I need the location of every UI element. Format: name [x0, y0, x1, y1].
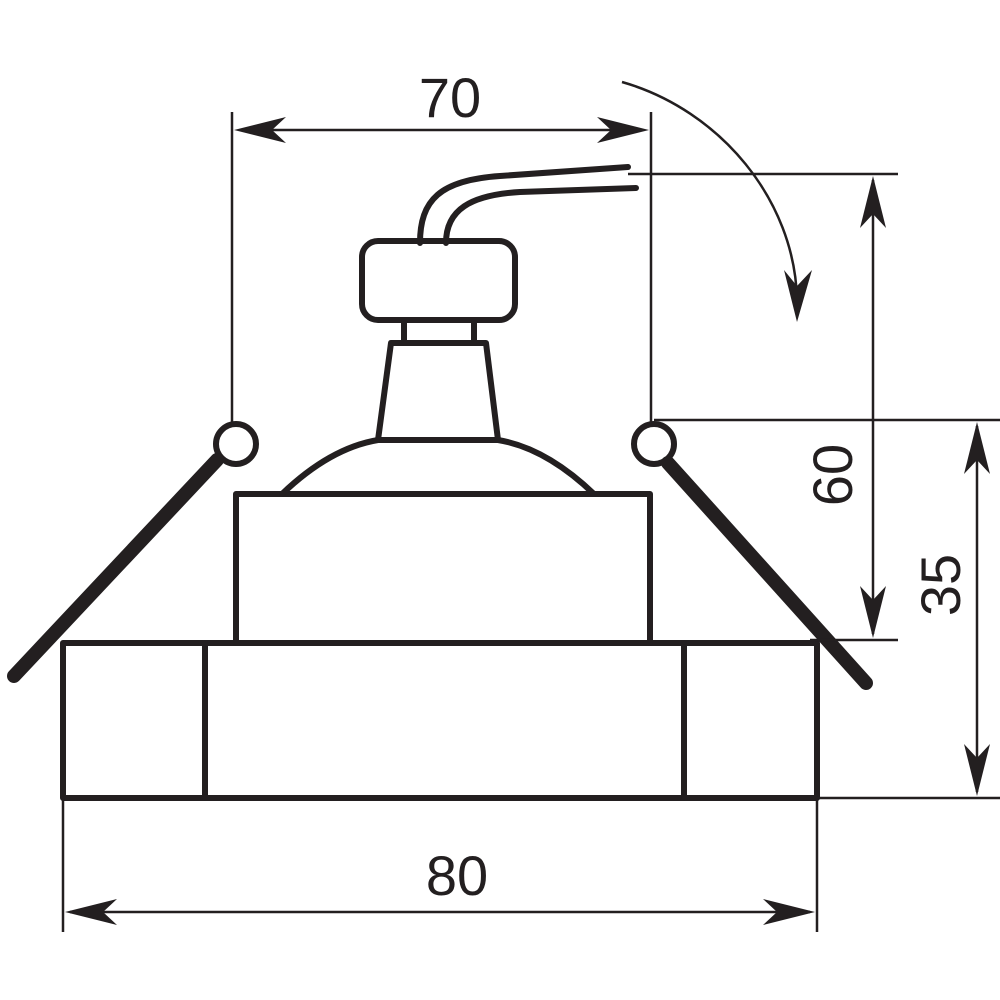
dim-arrow-60-top: [860, 176, 886, 228]
socket-neck: [375, 340, 501, 443]
lamp-socket: [279, 164, 639, 497]
dim-arrow-60-bottom: [860, 586, 886, 638]
rotation-arc: [621, 80, 799, 301]
dim-arrow-35-top: [964, 422, 990, 474]
dimension-top-width: 70: [234, 66, 649, 143]
dimension-body-height: 35: [909, 422, 990, 796]
spring-clip-left: [7, 453, 224, 683]
dim-arrow-35-bottom: [964, 744, 990, 796]
dimension-label-70: 70: [419, 66, 481, 129]
extension-lines: [61, 112, 1000, 932]
socket-collar: [401, 317, 477, 346]
clip-pivot-right: [631, 421, 677, 467]
spring-clip-right: [661, 456, 873, 690]
reflector-dome: [279, 437, 597, 497]
supply-wire-2: [443, 185, 639, 246]
clip-pivot-left: [213, 421, 259, 467]
bottom-flange: [60, 640, 820, 801]
luminaire-body: [60, 491, 820, 801]
dim-arrow-70-right: [597, 117, 649, 143]
dim-arrow-80-right: [763, 899, 815, 925]
rotation-arrow: [621, 80, 812, 322]
supply-wire-1: [417, 164, 631, 246]
connector-block: [359, 238, 518, 323]
dim-arrow-70-left: [234, 117, 286, 143]
dimension-label-60: 60: [801, 444, 864, 506]
upper-housing: [233, 491, 653, 646]
dimension-label-80: 80: [426, 844, 488, 907]
dimension-total-height: 60: [801, 176, 886, 638]
rotation-arrowhead: [784, 270, 812, 322]
dim-arrow-80-left: [65, 899, 117, 925]
dimension-label-35: 35: [909, 554, 972, 616]
dimension-bottom-width: 80: [65, 844, 815, 925]
spring-clips: [7, 421, 873, 690]
